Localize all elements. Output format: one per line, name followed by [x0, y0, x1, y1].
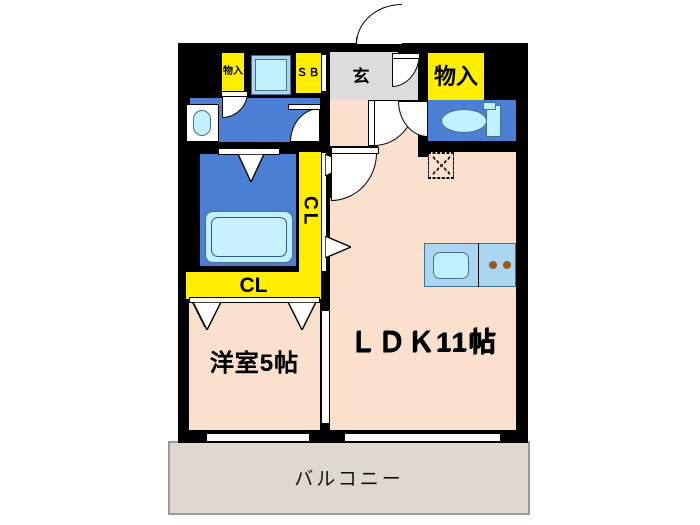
- wall-bath-left: [178, 152, 200, 272]
- closet-vertical-open-icon-bottom-2[interactable]: [325, 236, 351, 258]
- stove-burner-left-2: [489, 261, 497, 269]
- closet-door-fold-right-icon-2[interactable]: [288, 302, 316, 330]
- entrance-door-swing-2[interactable]: [356, 4, 402, 44]
- genkan-inner-door-panel: [392, 53, 420, 59]
- balcony-window-bedroom-2[interactable]: [207, 433, 309, 442]
- washroom-door-panel-2: [288, 104, 321, 110]
- wall-ldk-ac-nook: [418, 145, 428, 157]
- stove-burner-right-2: [503, 261, 511, 269]
- air-conditioner-mark-icon-2: [428, 153, 454, 179]
- wall-washroom-bottom: [178, 140, 320, 154]
- balcony-window-ldk-2[interactable]: [345, 433, 500, 442]
- wall-top-strip-left: [178, 43, 323, 53]
- toilet-icon-2: [441, 109, 487, 133]
- wall-toilet-bottom: [418, 140, 528, 152]
- closet-door-fold-left-icon-2[interactable]: [193, 302, 221, 330]
- wall-top-strip-right: [418, 43, 528, 53]
- wall-bath-bottom: [178, 266, 320, 274]
- ldk-label: ＬＤＫ11帖: [348, 327, 498, 358]
- ldk-label-2: ＬＤＫ11帖: [349, 326, 499, 357]
- bedroom-sliding-door-2[interactable]: [321, 311, 330, 423]
- storage-washroom-2[interactable]: [222, 53, 244, 92]
- bedroom-label: 洋室5帖: [209, 350, 300, 377]
- closet-vertical-edge-2: [321, 152, 327, 272]
- sliding-door-jamb-bottom: [320, 422, 330, 434]
- bath-door-fold-icon-2[interactable]: [238, 154, 264, 182]
- wall-bath-right: [296, 152, 300, 272]
- closet-vertical-label-2: CL: [299, 196, 321, 228]
- closet-vertical-2[interactable]: [299, 152, 321, 272]
- shoe-box-2[interactable]: [296, 53, 321, 93]
- closet-horizontal-2[interactable]: [186, 272, 321, 299]
- toilet-tank-lid-2: [483, 102, 496, 110]
- genkan-label-2: 玄: [352, 67, 370, 86]
- wall-ldk-right: [516, 43, 528, 443]
- wall-washroom-left-upper: [178, 43, 186, 143]
- shoe-box-label-2: ＳＢ: [296, 66, 321, 79]
- balcony-label: バルコニー: [294, 468, 404, 490]
- sliding-door-jamb-top: [320, 298, 330, 311]
- kitchen-counter-divider-2: [478, 243, 480, 287]
- storage-entry-label-2: 物入: [433, 63, 478, 89]
- shoe-box-door-2: [321, 54, 327, 92]
- washbasin-icon-2: [193, 110, 211, 136]
- storage-entry-2[interactable]: [428, 53, 484, 100]
- closet-horizontal-track-2: [189, 297, 320, 303]
- washing-machine-drum-2: [255, 59, 287, 91]
- hall-door-panel: [368, 100, 375, 146]
- wall-bedroom-left: [178, 272, 189, 442]
- ldk-floor: [330, 152, 516, 434]
- closet-horizontal-label-2: CL: [239, 274, 268, 297]
- storage-washroom-label-2: 物入: [223, 66, 243, 77]
- washroom-storage-threshold-2: [221, 91, 248, 97]
- wall-genkan-right: [418, 43, 428, 101]
- kitchen-sink-icon-2: [433, 252, 469, 279]
- bathtub-inner-2: [211, 217, 287, 257]
- wall-genkan-left: [320, 43, 330, 153]
- ldk-hall-door-panel-2: [331, 147, 379, 154]
- bedroom-label-2: 洋室5帖: [209, 350, 300, 377]
